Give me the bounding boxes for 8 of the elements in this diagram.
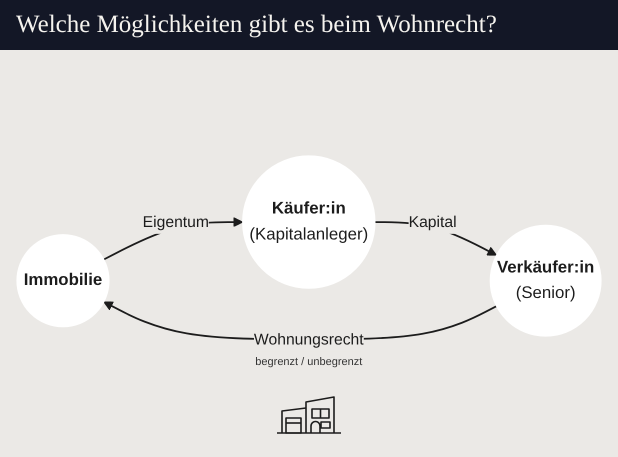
node-circle: Käufer:in (Kapitalanleger) [242, 156, 376, 290]
edge-label: Kapital [408, 213, 457, 231]
node-circle: Verkäufer:in (Senior) [490, 225, 602, 338]
edge-label: Eigentum [142, 213, 210, 231]
edge-label: Wohnungsrecht [254, 330, 364, 348]
node-circle: Immobilie [16, 234, 110, 328]
edge-note: begrenzt / unbegrenzt [255, 354, 362, 369]
title: Welche Möglichkeiten gibt es beim Wohnrecht? [16, 10, 497, 40]
